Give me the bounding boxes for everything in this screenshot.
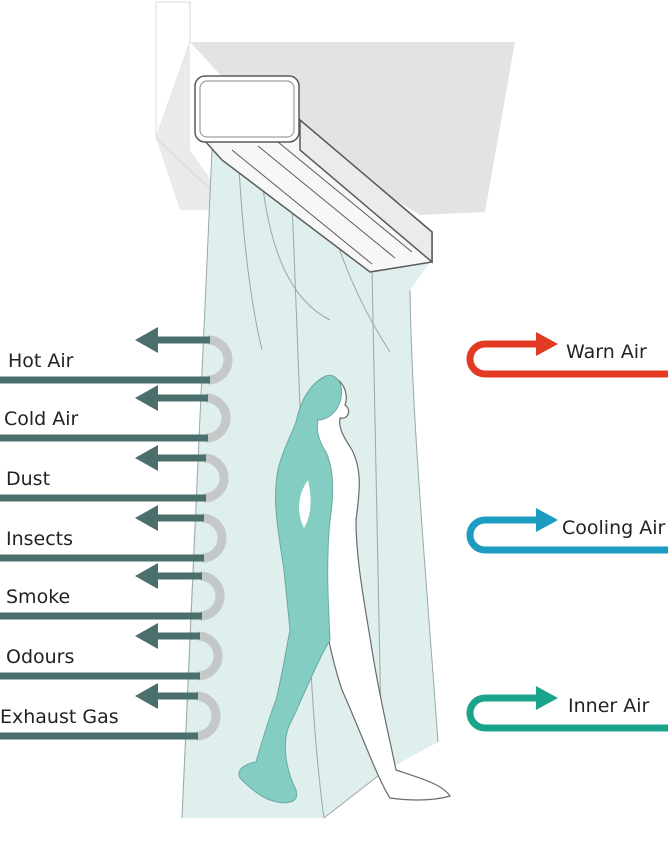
blocked-item: Hot Air	[0, 327, 233, 385]
blocked-item: Odours	[0, 623, 223, 681]
blocked-item-label: Odours	[6, 646, 74, 668]
u-turn-loop-icon	[205, 393, 231, 443]
blocked-item: Dust	[0, 445, 229, 503]
person-silhouette	[238, 374, 343, 804]
arrow-right-icon	[536, 332, 558, 356]
arrow-left-icon	[135, 683, 158, 709]
internal-flow-item: Warn Air	[466, 332, 668, 378]
internal-flow-item: Inner Air	[466, 686, 668, 732]
u-turn-loop-icon	[201, 513, 227, 563]
internal-flow-item: Cooling Air	[466, 508, 668, 554]
arrow-left-icon	[135, 623, 158, 649]
arrow-left-icon	[135, 505, 158, 531]
air-curtain-unit	[194, 75, 433, 273]
blocked-item: Insects	[0, 505, 227, 563]
u-turn-loop-icon	[207, 335, 233, 385]
u-turn-loop-icon	[197, 631, 223, 681]
u-turn-loop-icon	[199, 571, 225, 621]
internal-flow-label: Warn Air	[566, 341, 647, 363]
arrow-left-icon	[135, 563, 158, 589]
blocked-item-label: Hot Air	[8, 350, 74, 372]
internal-flow-label: Cooling Air	[562, 517, 665, 539]
blocked-item-label: Cold Air	[4, 408, 79, 430]
arrow-right-icon	[536, 686, 558, 710]
u-turn-arrow-icon	[466, 516, 668, 554]
blocked-item-label: Exhaust Gas	[0, 706, 119, 728]
arrow-left-icon	[135, 327, 158, 353]
blocked-item: Cold Air	[0, 385, 231, 443]
blocked-item-label: Smoke	[6, 586, 70, 608]
blocked-item-label: Dust	[6, 468, 50, 490]
u-turn-arrow-icon	[466, 694, 668, 732]
blocked-item: Exhaust Gas	[0, 683, 221, 741]
blocked-item: Smoke	[0, 563, 225, 621]
u-turn-arrow-icon	[466, 340, 668, 378]
u-turn-loop-icon	[203, 453, 229, 503]
u-turn-loop-icon	[195, 691, 221, 741]
blocked-item-label: Insects	[6, 528, 73, 550]
arrow-right-icon	[536, 508, 558, 532]
internal-flow-label: Inner Air	[568, 695, 650, 717]
arrow-left-icon	[135, 385, 158, 411]
arrow-left-icon	[135, 445, 158, 471]
